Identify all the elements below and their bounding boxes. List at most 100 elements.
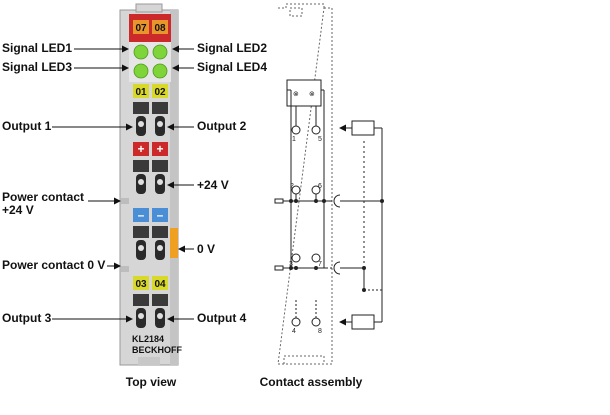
label-signal-led2: Signal LED2 <box>197 41 267 55</box>
housing-side-rib <box>170 10 178 365</box>
node-0v-3 <box>314 266 318 270</box>
housing-outline <box>277 3 333 365</box>
label-plus-24v: +24 V <box>197 178 229 192</box>
brand-label: BECKHOFF <box>132 345 182 355</box>
signal-led3 <box>133 63 149 79</box>
contact-pair-output-1-2 <box>133 102 168 136</box>
signal-led4 <box>152 63 168 79</box>
load-resistor-bottom <box>351 314 375 330</box>
caption-contact-assembly: Contact assembly <box>260 375 363 389</box>
load-resistor-top <box>351 120 375 136</box>
pin-5-label: 5 <box>318 136 322 143</box>
spring-release-3 <box>133 160 149 172</box>
power-contact-0v-right <box>333 261 341 275</box>
label-zero-v: 0 V <box>197 242 215 256</box>
spring-release-5 <box>133 226 149 238</box>
contact-pair-output-3-4 <box>133 294 168 328</box>
power-contact-0v-left <box>274 265 284 271</box>
plus-tag-left <box>133 142 149 156</box>
terminal-top-view: 07 08 01 02 + + <box>119 3 182 366</box>
pin-3-label: 3 <box>289 261 293 268</box>
node-24v-2 <box>294 199 298 203</box>
output-symbol-right: ⊗ <box>309 91 315 98</box>
pin-6-label: 6 <box>318 183 322 190</box>
spring-release-4 <box>152 160 168 172</box>
pin-2-label: 2 <box>290 183 294 190</box>
label-signal-led4: Signal LED4 <box>197 60 267 74</box>
wire-hole-7 <box>138 313 144 319</box>
node-24v-4 <box>322 199 326 203</box>
node-0v-2 <box>294 266 298 270</box>
right-labels: Signal LED2 Signal LED4 Output 2 +24 V 0… <box>167 41 267 325</box>
tag-01-label: 01 <box>135 87 147 98</box>
label-output3: Output 3 <box>2 311 52 325</box>
wire-hole-4 <box>157 179 163 185</box>
label-power-contact-24v-line2: +24 V <box>2 203 34 217</box>
minus-tag-left <box>133 208 149 222</box>
contact-pair-plus-24v <box>133 160 168 194</box>
power-contact-slot-0v <box>121 266 129 272</box>
spring-release-2 <box>152 102 168 114</box>
wire-hole-6 <box>157 245 163 251</box>
wire-hole-1 <box>138 121 144 127</box>
tag-08 <box>152 20 168 34</box>
tag-04 <box>152 276 168 290</box>
label-signal-led3: Signal LED3 <box>2 60 72 74</box>
top-latch <box>135 3 163 13</box>
signal-led2 <box>152 44 168 60</box>
label-output2: Output 2 <box>197 119 247 133</box>
power-contact-slot-24v <box>121 198 129 204</box>
bottom-notch-outline <box>283 355 325 365</box>
contact-assembly: ⊗ ⊗ 1 5 2 6 3 7 <box>274 3 384 365</box>
tag-04-label: 04 <box>154 279 166 290</box>
tag-03-label: 03 <box>135 279 147 290</box>
pin-1-label: 1 <box>292 136 296 143</box>
caption-top-view: Top view <box>126 375 177 389</box>
spring-release-1 <box>133 102 149 114</box>
node-0v-1 <box>289 266 293 270</box>
wire-hole-5 <box>138 245 144 251</box>
tag-01 <box>133 84 149 98</box>
power-contact-24v-left <box>274 198 284 204</box>
bottom-latch <box>138 357 160 365</box>
orange-side-marker <box>170 228 178 258</box>
left-labels: Signal LED1 Signal LED3 Output 1 Power c… <box>2 41 133 325</box>
plus-tag-right <box>152 142 168 156</box>
tag-02 <box>152 84 168 98</box>
node-24v-1 <box>289 199 293 203</box>
wire-hole-8 <box>157 313 163 319</box>
label-power-contact-0v: Power contact 0 V <box>2 258 105 272</box>
pin-7-label: 7 <box>318 261 322 268</box>
model-label: KL2184 <box>132 334 164 344</box>
label-power-contact-24v-line1: Power contact <box>2 190 84 204</box>
contact-3 <box>291 253 301 263</box>
signal-led1 <box>133 44 149 60</box>
label-output4: Output 4 <box>197 311 247 325</box>
output-stage-box <box>286 79 322 107</box>
tag-03 <box>133 276 149 290</box>
contact-pair-0v <box>133 226 168 260</box>
tag-07-label: 07 <box>135 23 147 34</box>
wire-hole-2 <box>157 121 163 127</box>
label-signal-led1: Signal LED1 <box>2 41 72 55</box>
label-output1: Output 1 <box>2 119 52 133</box>
minus-tag-right <box>152 208 168 222</box>
tag-08-label: 08 <box>154 23 166 34</box>
spring-release-6 <box>152 226 168 238</box>
contact-4 <box>291 317 301 327</box>
spring-release-7 <box>133 294 149 306</box>
pin-8-label: 8 <box>318 328 322 335</box>
output-symbol-left: ⊗ <box>293 91 299 98</box>
contact-5 <box>311 125 321 135</box>
plus-symbol-right: + <box>156 142 163 156</box>
minus-symbol-left: – <box>138 208 145 222</box>
spring-release-8 <box>152 294 168 306</box>
pin-4-label: 4 <box>292 328 296 335</box>
power-contact-24v-right <box>333 194 341 208</box>
minus-symbol-right: – <box>157 208 164 222</box>
contact-8 <box>311 317 321 327</box>
wire-hole-3 <box>138 179 144 185</box>
top-notch-outline <box>289 7 303 17</box>
plus-symbol-left: + <box>137 142 144 156</box>
